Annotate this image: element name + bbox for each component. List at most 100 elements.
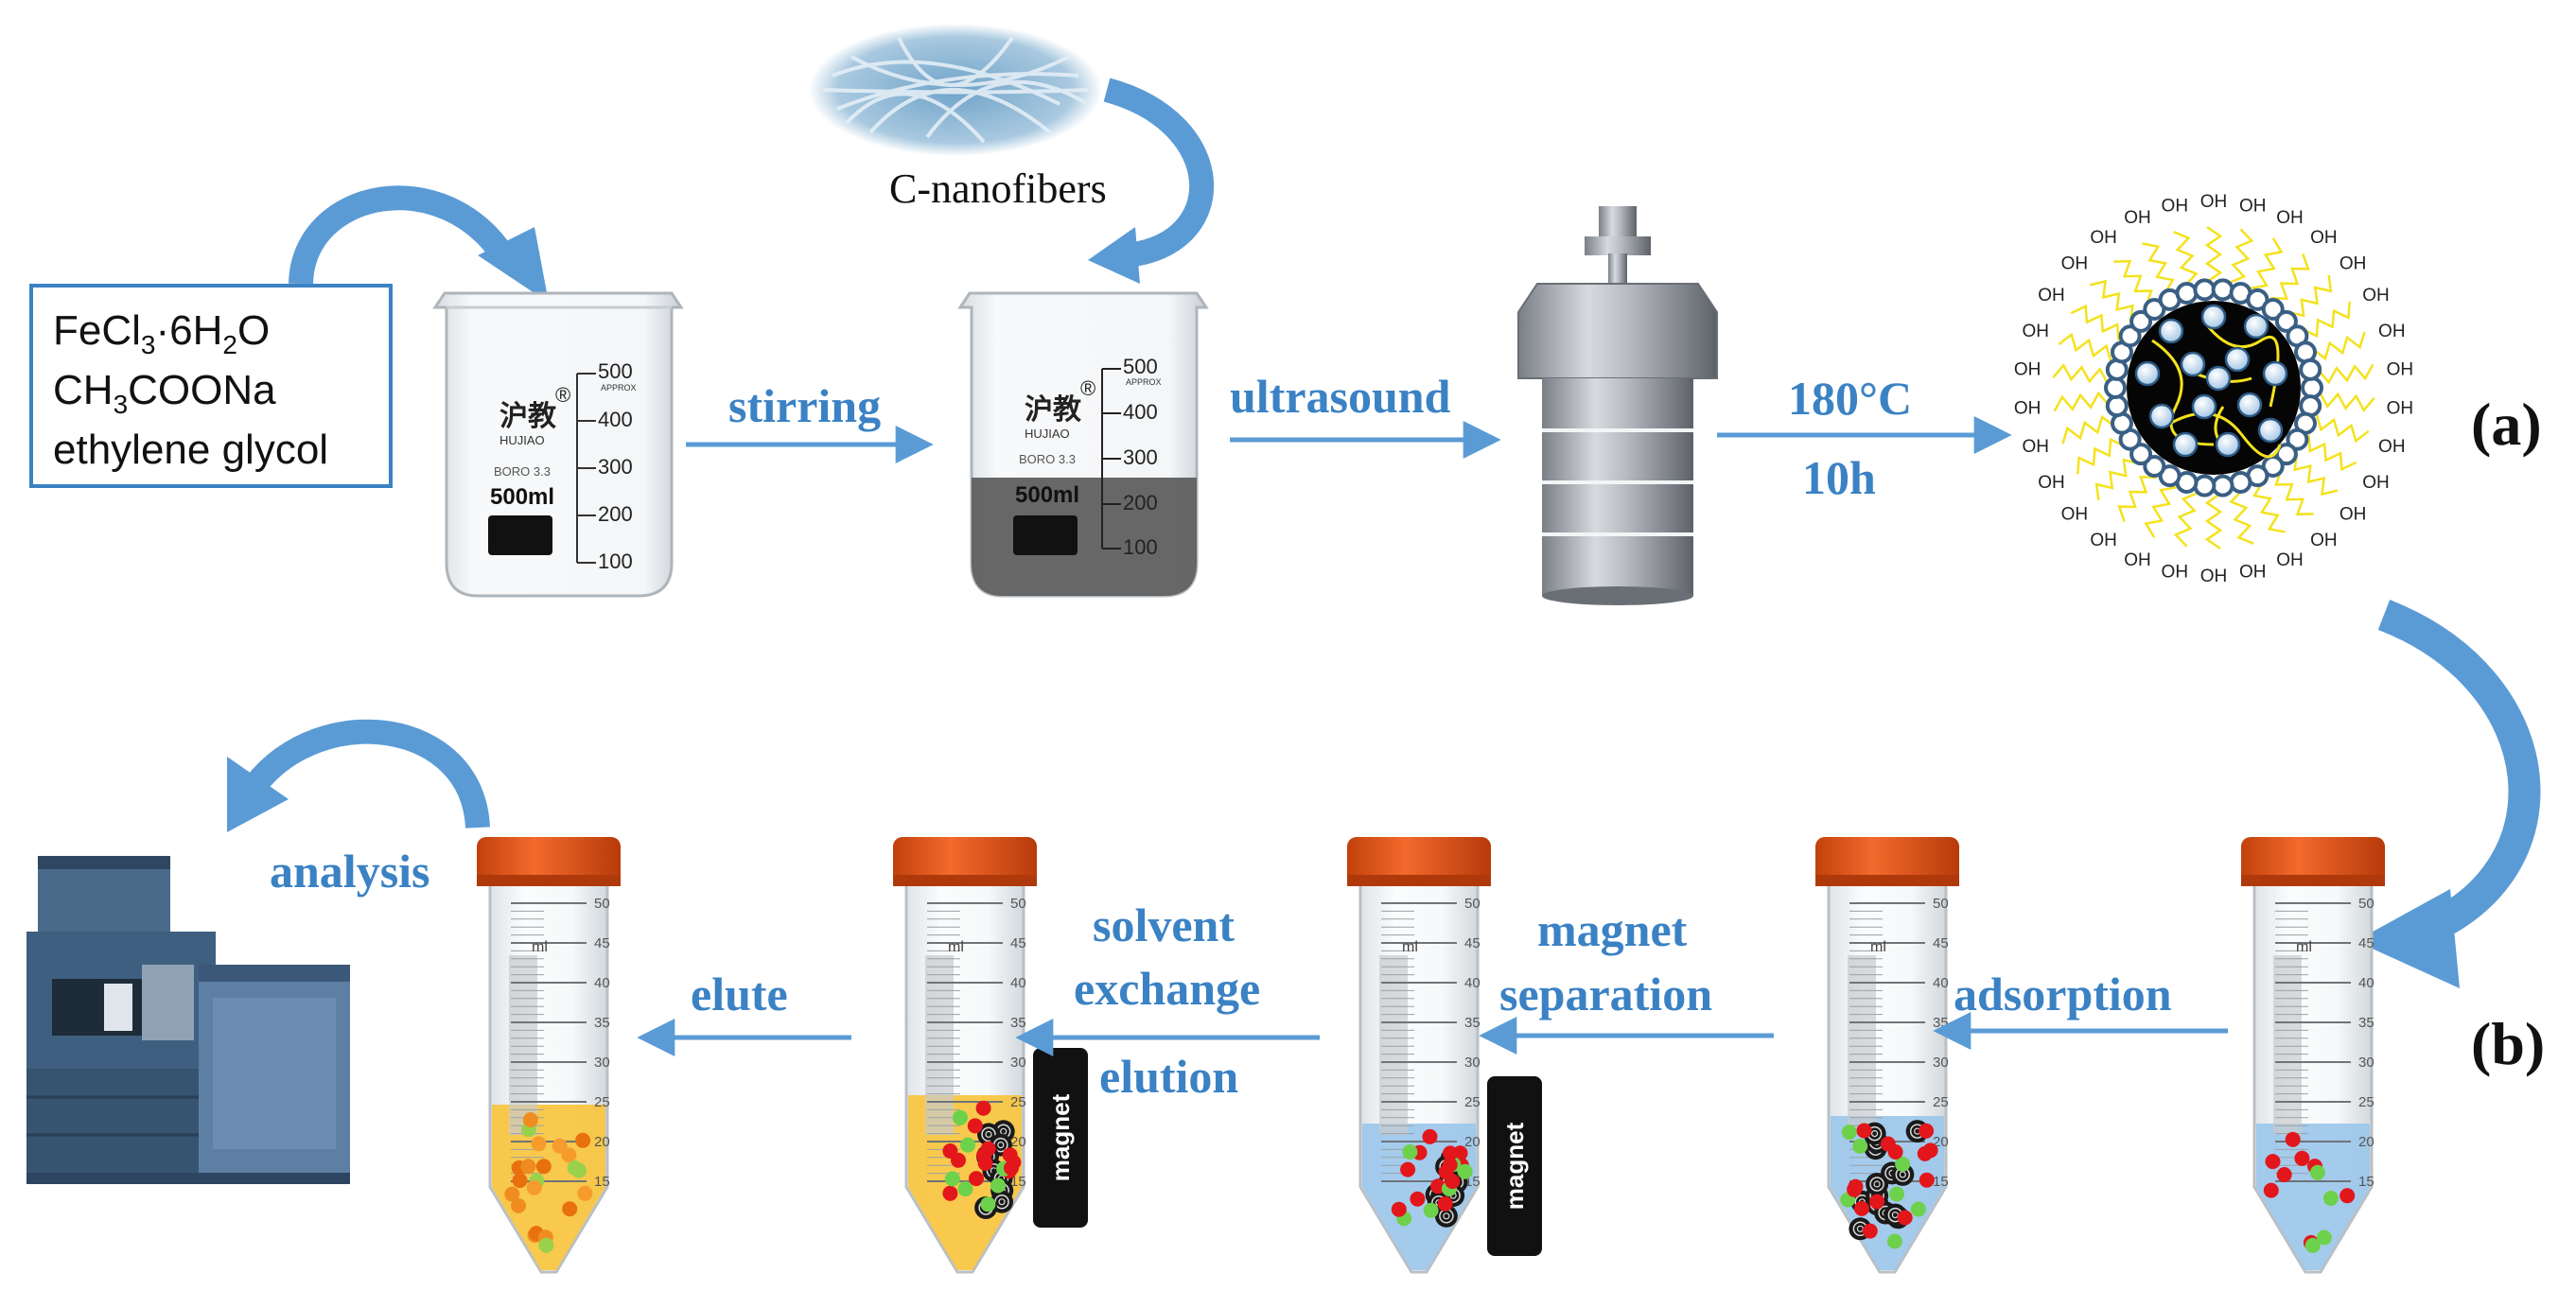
- svg-text:BORO 3.3: BORO 3.3: [494, 464, 551, 479]
- analyte-dot: [2265, 1154, 2281, 1170]
- ligand-chain: [2319, 392, 2375, 412]
- fe3o4-nanoparticle: [2236, 392, 2263, 418]
- analyte-dot: [977, 1156, 993, 1171]
- fe3o4-nanoparticle: [2148, 403, 2175, 429]
- analyte-dot: [1402, 1144, 1418, 1160]
- tube-graduation: 20: [1933, 1134, 1949, 1150]
- nanofiber-image: [809, 24, 1102, 156]
- tube-graduation: 25: [2358, 1094, 2374, 1110]
- svg-text:沪教: 沪教: [1025, 394, 1081, 426]
- tube-cap: [893, 837, 1037, 886]
- tube-graduation: 15: [1933, 1174, 1949, 1190]
- tube-graduation: 30: [1010, 1055, 1026, 1071]
- tube-ml-label: ml: [532, 939, 548, 955]
- tube-ml-label: ml: [948, 939, 964, 955]
- analyte-dot: [1443, 1145, 1458, 1161]
- analyte-dot: [577, 1185, 593, 1201]
- ligand-chain: [2228, 228, 2254, 285]
- analyte-dot: [975, 1100, 991, 1116]
- fe3o4-nanoparticle: [2200, 304, 2227, 330]
- hydroxyl-label: OH: [2124, 550, 2151, 570]
- fe3o4-nanoparticle: [2224, 346, 2251, 373]
- analyte-dot: [538, 1237, 554, 1253]
- analyte-dot: [980, 1141, 996, 1157]
- fe3o4-nanoparticle: [2134, 360, 2161, 387]
- panel-label-a: (a): [2471, 391, 2542, 458]
- tube-graduation: 25: [594, 1094, 610, 1110]
- analyte-dot: [1400, 1161, 1416, 1177]
- tube-graduation: 45: [594, 935, 610, 951]
- tube-graduation: 45: [1010, 935, 1026, 951]
- shell-sphere: [2105, 394, 2129, 418]
- shell-sphere: [2143, 455, 2166, 478]
- ligand-chain: [2094, 458, 2140, 501]
- analyte-dot: [1854, 1200, 1869, 1216]
- hydroxyl-label: OH: [2014, 399, 2042, 419]
- tube-graduation: 40: [1010, 975, 1026, 991]
- analyte-dot: [1391, 1201, 1407, 1217]
- analyte-dot: [567, 1160, 583, 1176]
- analyte-dot: [511, 1197, 526, 1213]
- analyte-dot: [1422, 1128, 1438, 1144]
- ligand-chain: [2077, 437, 2127, 475]
- ligand-chain: [2274, 469, 2314, 516]
- hydroxyl-label: OH: [2022, 437, 2049, 457]
- tube-graduation: 20: [2358, 1134, 2374, 1150]
- label-temperature: 180°C: [1788, 372, 1912, 425]
- tube-graduation: 40: [2358, 975, 2374, 991]
- hydroxyl-label: OH: [2061, 505, 2089, 525]
- ligand-chain: [2173, 491, 2199, 548]
- analyte-dot: [1895, 1156, 1911, 1172]
- ligand-chain: [2250, 237, 2284, 290]
- tube-ml-label: ml: [1870, 939, 1886, 955]
- analyte-dot: [1442, 1157, 1458, 1173]
- ligand-chain: [2204, 492, 2223, 550]
- curved-arrow-to-tube-head: [2356, 889, 2460, 988]
- hydroxyl-label: OH: [2162, 196, 2189, 216]
- hydroxyl-label: OH: [2339, 505, 2367, 525]
- analyte-dot: [942, 1185, 958, 1201]
- label-ultrasound: ultrasound: [1230, 370, 1451, 423]
- shell-sphere: [2229, 471, 2252, 494]
- curved-arrow-to-tube: [2377, 600, 2541, 947]
- analyte-dot: [1410, 1191, 1426, 1207]
- analyte-dot: [1889, 1186, 1904, 1202]
- ligand-chain: [2317, 363, 2374, 385]
- hydroxyl-label: OH: [2090, 228, 2117, 248]
- tube-ml-label: ml: [2296, 939, 2312, 955]
- svg-text:100: 100: [1123, 535, 1158, 559]
- svg-text:300: 300: [1123, 445, 1158, 469]
- tube-liquid: [2256, 1124, 2370, 1270]
- ligand-chain: [2173, 231, 2199, 287]
- analyte-dot: [526, 1179, 542, 1195]
- tube-graduation: 35: [1464, 1015, 1481, 1031]
- hydroxyl-label: OH: [2200, 567, 2228, 586]
- tube-graduation: 30: [2358, 1055, 2374, 1071]
- label-separation: separation: [1499, 968, 1712, 1020]
- inner-fiber: [2165, 411, 2282, 459]
- analyte-dot: [575, 1132, 591, 1148]
- tube-graduation: 50: [2358, 896, 2374, 912]
- reagent-sodium-acetate: CH3COONa: [53, 367, 276, 419]
- ligand-chain: [2113, 259, 2153, 306]
- svg-text:HUJIAO: HUJIAO: [499, 433, 545, 447]
- shell-sphere: [2175, 282, 2199, 305]
- hydroxyl-label: OH: [2378, 437, 2406, 457]
- shell-sphere: [2104, 376, 2127, 399]
- analyte-dot: [1457, 1163, 1473, 1179]
- ligand-chain: [2053, 391, 2111, 412]
- svg-text:100: 100: [598, 549, 633, 573]
- svg-text:500ml: 500ml: [1015, 482, 1079, 508]
- svg-text:400: 400: [598, 408, 633, 431]
- analyte-dot: [2322, 1191, 2339, 1206]
- curved-arrow-reagents: [289, 185, 517, 285]
- ligand-chain: [2061, 414, 2116, 445]
- tube-graduation: 15: [594, 1174, 610, 1190]
- magnet-bar: [1033, 1048, 1088, 1228]
- lc-ms-instrument: [26, 856, 350, 1184]
